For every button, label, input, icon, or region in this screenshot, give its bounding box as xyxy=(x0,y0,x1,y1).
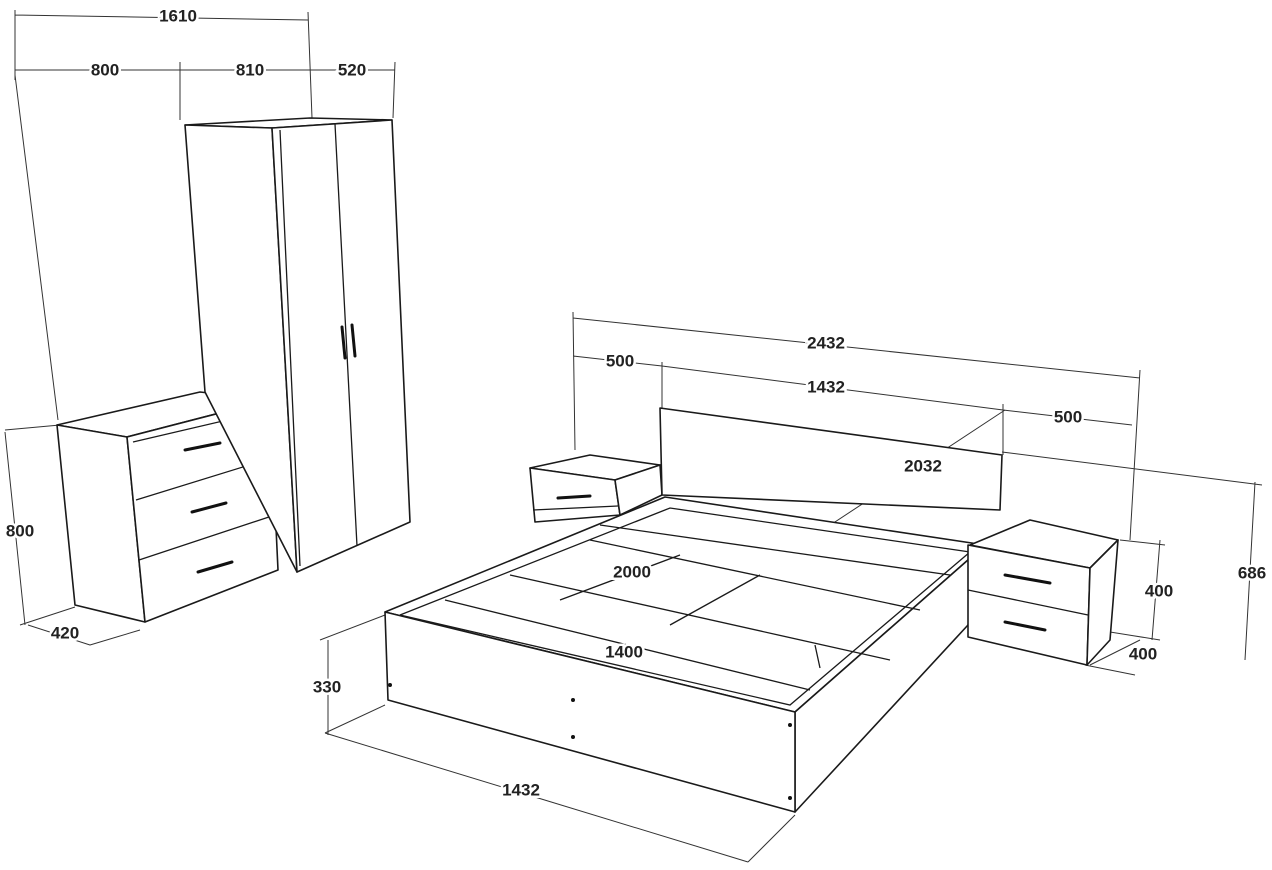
wardrobe xyxy=(184,117,411,573)
label-800-width: 800 xyxy=(91,60,119,79)
dimension-labels: 1610 800 810 520 800 420 2432 500 1432 5… xyxy=(3,4,1268,802)
nightstand-right xyxy=(967,519,1119,666)
label-686: 686 xyxy=(1238,563,1266,582)
label-2032: 2032 xyxy=(904,456,942,475)
label-2432: 2432 xyxy=(807,333,845,352)
label-1610: 1610 xyxy=(159,6,197,25)
label-810: 810 xyxy=(236,60,264,79)
label-800-height: 800 xyxy=(6,521,34,540)
label-500-left: 500 xyxy=(606,351,634,370)
label-2000: 2000 xyxy=(613,562,651,581)
label-400-depth: 400 xyxy=(1129,644,1157,663)
label-500-right: 500 xyxy=(1054,407,1082,426)
label-420: 420 xyxy=(51,623,79,642)
label-400-height: 400 xyxy=(1145,581,1173,600)
label-330: 330 xyxy=(313,677,341,696)
label-1432-headboard: 1432 xyxy=(807,377,845,396)
label-1400: 1400 xyxy=(605,642,643,661)
label-1432-front: 1432 xyxy=(502,780,540,799)
label-520: 520 xyxy=(338,60,366,79)
